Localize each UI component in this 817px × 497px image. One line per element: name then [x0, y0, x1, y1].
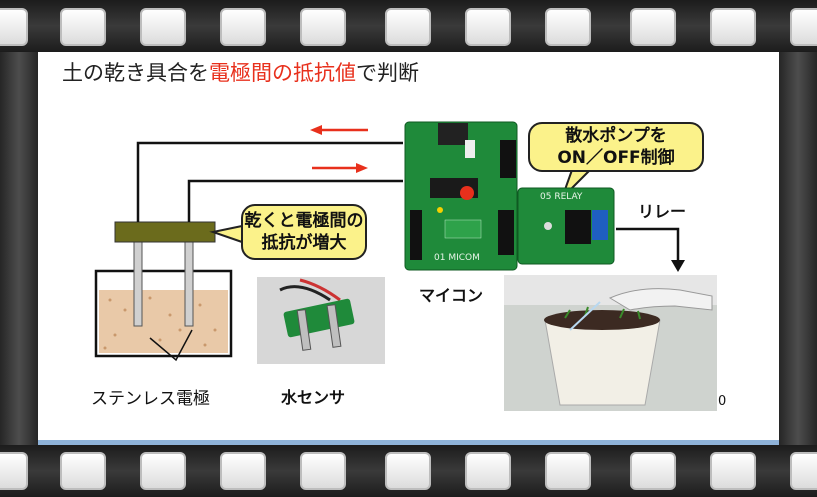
slide-bottom-bar: [38, 440, 779, 445]
electrode-pointer: [149, 329, 193, 362]
film-sprocket-hole: [710, 452, 756, 490]
film-sprocket-hole: [385, 8, 431, 46]
film-sprocket-hole: [0, 452, 28, 490]
title-prefix: 土の乾き具合を: [62, 61, 209, 85]
pump-callout-line2: ON／OFF制御: [557, 148, 675, 168]
film-sprocket-hole: [220, 452, 266, 490]
film-sprocket-hole: [385, 452, 431, 490]
film-sprocket-hole: [465, 452, 511, 490]
film-sprocket-hole: [465, 8, 511, 46]
electrode-callout-tail: [209, 225, 243, 243]
film-sprocket-hole: [545, 8, 591, 46]
electrode-holder: [114, 221, 216, 243]
water-sensor-photo: [257, 277, 385, 364]
arrow-down-icon: [671, 260, 685, 272]
film-side-right: [779, 52, 817, 445]
wire-left: [136, 141, 403, 222]
film-sprocket-hole: [60, 8, 106, 46]
wire-right: [187, 179, 403, 222]
film-sprocket-hole: [60, 452, 106, 490]
relay-label: リレー: [638, 202, 687, 221]
pump-callout: 散水ポンプを ON／OFF制御: [528, 122, 704, 172]
electrode-callout-line1: 乾くと電極間の: [244, 211, 364, 231]
microcontroller-label: マイコン: [419, 286, 484, 305]
soil-container: [94, 269, 233, 358]
soil-texture: [103, 296, 217, 350]
electrode-rod-left: [133, 237, 143, 327]
electrode-callout: 乾くと電極間の 抵抗が増大: [241, 204, 367, 260]
micom-silkscreen: 01 MICOM: [434, 253, 480, 263]
film-sprocket-hole: [630, 8, 676, 46]
film-sprocket-hole: [545, 452, 591, 490]
water-sensor-label: 水センサ: [281, 388, 346, 407]
planter-photo: [504, 275, 717, 411]
relay-silkscreen: 05 RELAY: [540, 192, 583, 202]
relay-board: [517, 187, 615, 265]
pump-callout-line1: 散水ポンプを: [565, 126, 667, 146]
slide-title: 土の乾き具合を電極間の抵抗値で判断: [62, 57, 419, 87]
microcontroller-board: [404, 121, 518, 271]
page-number-fragment: 0: [718, 394, 727, 409]
electrode-rod-right: [184, 237, 194, 327]
title-highlight: 電極間の抵抗値: [209, 61, 356, 85]
film-sprocket-hole: [790, 8, 817, 46]
title-suffix: で判断: [356, 61, 419, 85]
film-sprocket-hole: [630, 452, 676, 490]
film-sprocket-hole: [0, 8, 28, 46]
arrow-right-icon: [312, 163, 368, 173]
film-sprocket-hole: [140, 8, 186, 46]
relay-output-line: [616, 227, 680, 262]
film-sprocket-hole: [300, 8, 346, 46]
film-sprocket-hole: [140, 452, 186, 490]
arrow-left-icon: [310, 125, 368, 135]
film-sprocket-hole: [790, 452, 817, 490]
film-sprocket-hole: [710, 8, 756, 46]
film-sprocket-hole: [300, 452, 346, 490]
film-side-left: [0, 52, 38, 445]
film-sprocket-hole: [220, 8, 266, 46]
electrode-callout-line2: 抵抗が増大: [261, 233, 347, 253]
electrode-label: ステンレス電極: [91, 389, 210, 409]
soil: [99, 290, 228, 353]
